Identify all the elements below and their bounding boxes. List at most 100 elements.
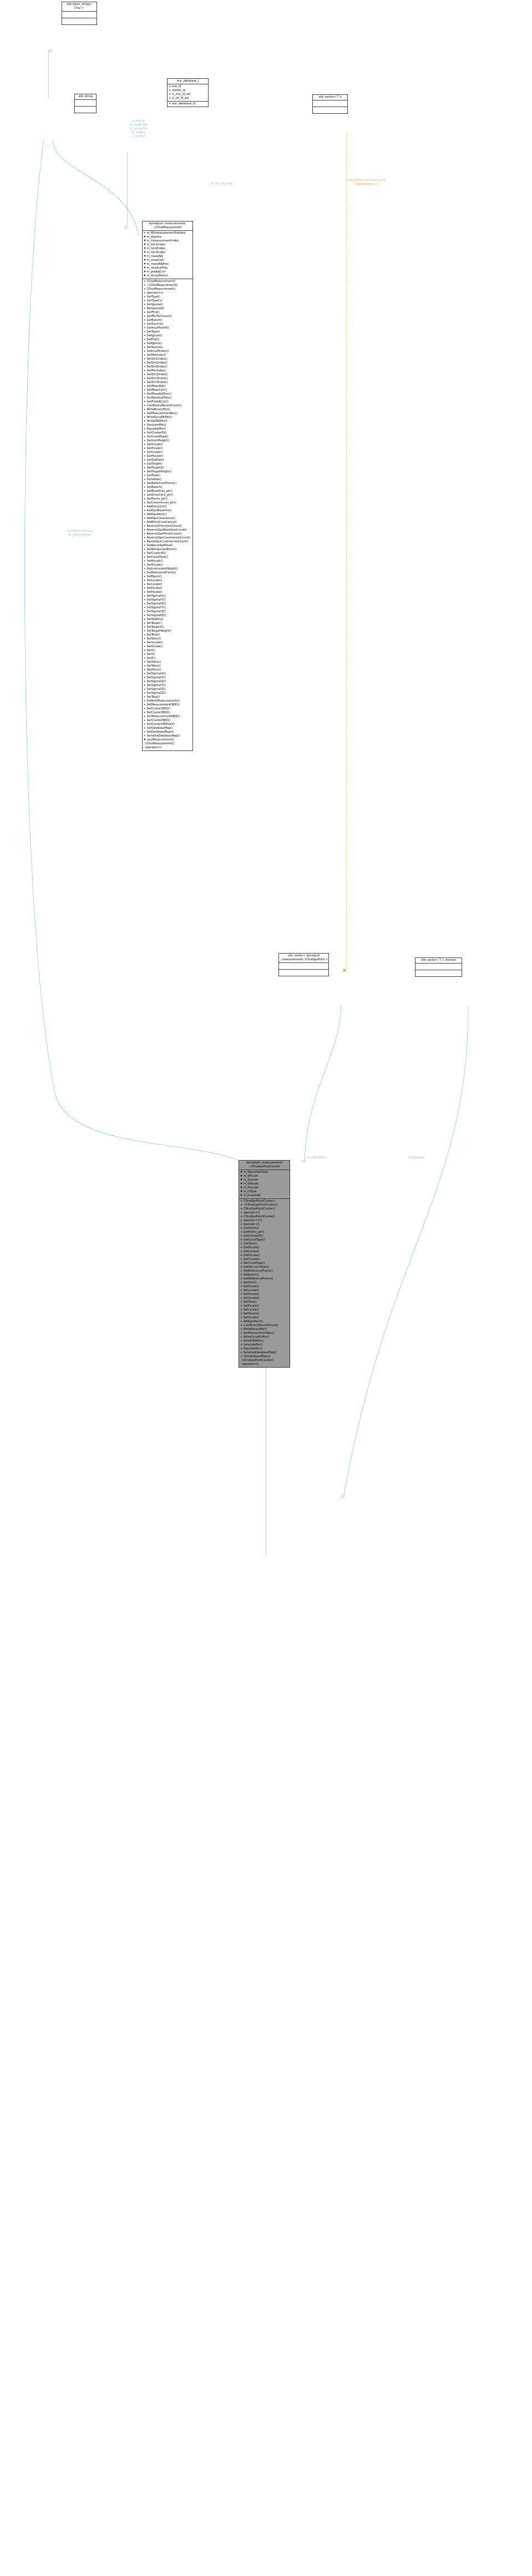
method: + operator<() [240,1223,260,1227]
title-line: dynadjust::measurements [246,1161,283,1165]
method: + SerialiseDatabaseMap() [143,734,180,738]
title-line: Char > [74,6,84,10]
class-cdna-gps-point-cluster[interactable]: dynadjust::measurements ::CDnaGpsPointCl… [239,1160,290,1368]
method: + SimulateMsr() [240,1343,263,1347]
class-msr-database[interactable]: msr_database_t + msr_id + cluster_id + i… [167,78,209,107]
method: + WriteDynaMLMsr() [143,415,173,419]
method: + SetSigmaYZ() [143,609,166,613]
class-title: std::vector< T >::iterator [416,958,462,964]
method: + SetIgnore() [143,334,163,337]
attribute: # m_lmeasurementIndex [143,239,179,243]
method: + GetMeasAdjPrec() [143,392,171,396]
method: + GetClusterID() [240,1234,264,1238]
method: + PopulateMsr() [143,427,166,431]
method: + SetSigmaYZ() [143,687,166,691]
method: + SetSigmaXX() [143,594,166,598]
class-vector-gps-point[interactable]: std::vector< dynadjust ::measurements::C… [278,953,330,977]
method: + SetVscale() [240,1297,260,1300]
edge-string-to-cluster [24,140,241,1162]
method: + msr_database_t() [169,102,196,105]
method: + SetZAxis() [143,668,161,672]
title-line: dynadjust::measurements [149,221,186,225]
method: + SetHscale() [240,1312,260,1316]
edge-label-line: m_epsgCode [129,123,148,127]
method: + SetLscale() [143,578,163,582]
edge-label-line: m_strCoordType [68,533,91,537]
method: + SetMeasurementRec() [143,411,178,415]
methods-section [62,18,97,24]
method: + GetPscale() [240,1246,260,1250]
edge-label-line: ::CDnaGpsPoint > [353,182,378,186]
method: + SetEpoch() [143,574,162,578]
edge-label-line: m_msr_db_map [210,182,233,185]
class-std-string[interactable]: std::string [74,93,97,113]
method: + GetStn3Index() [143,380,168,384]
method: + ~CDnaGpsPointCluster() [240,1203,278,1207]
edge-label-string-to-cluster: m_referenceFrame m_strCoordType [63,530,97,537]
method: + ReserveGpsPointsCount() [143,532,183,536]
attribute: # m_measAdj [143,254,163,258]
method: + SetSigmaXY() [143,598,166,602]
methods-section: + msr_database_t() [168,102,208,107]
method: + SetReferenceFrame() [143,571,176,574]
method: + SetDatabaseMap() [143,726,173,730]
method: + SetRecordedTotal() [143,543,173,547]
attribute: + msr_id [169,84,181,88]
method: + SetLscale() [143,582,163,586]
attribute: # m_bIgnore [143,235,161,239]
edge-iterator [340,1006,469,1499]
edge-label-line: m_referenceFrame [67,530,93,533]
class-basic-string[interactable]: std::basic_string< Char > [61,1,97,25]
edge-string-to-measurement [52,140,139,236]
methods-section: + CDnaMeasurement()+ ~CDnaMeasurement()+… [143,279,192,750]
method: + PopulateMsr() [240,1347,263,1351]
method: + CDnaMeasurement() [143,279,176,283]
method: + SetSigmaYY() [143,606,166,609]
method: + SetSigmaXZ() [143,602,166,606]
attribute: # m_lRecordedTotal [240,1171,268,1174]
attributes-section [279,963,329,970]
method: + SetStdDev() [143,617,164,621]
method: + SetEpoch() [240,1273,259,1277]
method: + AddPointCovariance() [143,520,177,524]
methods-section [416,970,462,976]
method: + GetDirections_ptr() [143,493,174,497]
method: + SetStn3Index() [143,365,168,369]
method: + SetSigmaYY() [143,683,166,687]
method: + GetPoints_ptr() [240,1231,265,1234]
method: + GetReferenceFrame() [143,481,177,485]
attribute: # m_bInsufficient [143,274,168,278]
edge-vec-points [301,1006,341,1163]
method: + GetMeasCorr() [143,388,167,392]
method: + GetBaselines_ptr() [143,489,173,493]
edge-label-string-to-measurement: m_epoch m_epsgCode m_sourceFile m_strTyp… [122,119,155,139]
attribute: # m_ctType [240,1190,257,1194]
attributes-section [75,100,97,107]
attributes-section: + msr_id + cluster_id + is_msr_id_set + … [168,84,209,102]
method: + SerialiseDatabaseMap() [240,1351,277,1355]
edge-label-line: m_epoch [132,119,145,123]
method: + SetYAxis() [143,664,161,668]
attribute: # m_measCorr [143,258,165,262]
edge-label-db-map: m_msr_db_map [205,182,239,186]
method: + WriteBinaryMsr() [240,1328,267,1332]
class-vector-iterator[interactable]: std::vector< T >::iterator [415,957,463,977]
method: + GetStdDev() [143,458,164,462]
method: + SetClusterDBID() [143,707,170,710]
method: + SetEpoch() [143,341,162,345]
attribute: # m_dHscale [240,1182,259,1186]
class-cdna-measurement[interactable]: dynadjust::measurements ::CDnaMeasuremen… [141,220,193,751]
class-vector-t[interactable]: std::vector< T > [312,94,348,114]
edge-label-line: m_sourceFile [129,127,148,130]
method: + SetTotal() [240,1300,257,1304]
method: + GetCovariances_ptr() [143,501,176,505]
attribute: # m_lstn1Index [143,243,165,246]
method: + SetVscale() [143,641,163,644]
attribute: # m_lclusterID [240,1194,261,1198]
method: + SetSource() [143,345,163,349]
method: + GetClusterDBIDset() [143,722,175,726]
method: + operator=() [143,291,164,295]
method: + SetHscale() [143,559,163,563]
attribute: + is_msr_id_set [169,92,191,96]
method: + AddGpsCovariance() [143,516,175,520]
